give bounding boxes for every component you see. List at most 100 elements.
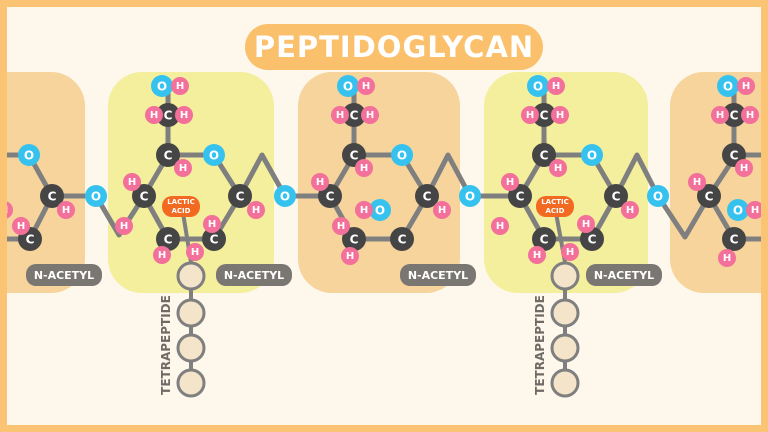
carbon-atom-label: C (730, 149, 739, 163)
hydrogen-atom-label: H (360, 163, 368, 174)
n-acetyl-text: N-ACETYL (34, 269, 94, 282)
carbon-atom (156, 227, 180, 251)
oxygen-atom (727, 199, 749, 221)
oxygen-atom-label: O (733, 204, 743, 218)
lactic-acid-text: LACTIC (167, 198, 195, 206)
amino-acid (550, 261, 580, 291)
carbon-atom-label: C (540, 149, 549, 163)
hydrogen-atom (357, 77, 375, 95)
hydrogen-atom-label: H (566, 247, 574, 258)
carbon-atom (532, 103, 556, 127)
carbon-atom (342, 103, 366, 127)
hydrogen-atom (711, 106, 729, 124)
oxygen-atom (337, 75, 359, 97)
hydrogen-atom-label: H (128, 177, 136, 188)
n-acetyl-text: N-ACETYL (594, 269, 654, 282)
hydrogen-atom (737, 77, 755, 95)
title-banner: PEPTIDOGLYCAN (245, 24, 543, 70)
hydrogen-atom-label: H (252, 205, 260, 216)
hydrogen-atom-label: H (723, 253, 731, 264)
hydrogen-atom-label: H (716, 110, 724, 121)
carbon-atom-label: C (210, 233, 219, 247)
carbon-atom (202, 227, 226, 251)
oxygen-atom-label: O (209, 149, 219, 163)
carbon-atom (532, 143, 556, 167)
carbon-atom-label: C (350, 233, 359, 247)
hydrogen-atom (577, 215, 595, 233)
oxygen-atom (527, 75, 549, 97)
carbon-atom (228, 184, 252, 208)
oxygen-atom (717, 75, 739, 97)
carbon-atom-label: C (730, 109, 739, 123)
hydrogen-atom (247, 201, 265, 219)
n-acetyl-label (400, 264, 476, 286)
carbon-atom (722, 103, 746, 127)
ring-bond (141, 193, 243, 242)
hydrogen-atom (355, 201, 373, 219)
hydrogen-atom-label: H (62, 205, 70, 216)
carbon-atom-label: C (140, 190, 149, 204)
oxygen-atom-label: O (343, 80, 353, 94)
hydrogen-atom-label: H (362, 81, 370, 92)
hydrogen-atom (331, 106, 349, 124)
amino-acid (176, 298, 206, 328)
hydrogen-atom (361, 106, 379, 124)
hydrogen-atom-label: H (180, 110, 188, 121)
hydrogen-atom (549, 159, 567, 177)
hydrogen-atom (528, 246, 546, 264)
hydrogen-atom-label: H (693, 177, 701, 188)
hydrogen-atom-label: H (506, 177, 514, 188)
hydrogen-atom (311, 173, 329, 191)
n-acetyl-text: N-ACETYL (408, 269, 468, 282)
hydrogen-atom (433, 201, 451, 219)
hydrogen-atom-label: H (554, 163, 562, 174)
carbon-atom (40, 184, 64, 208)
carbon-atom-label: C (326, 190, 335, 204)
hydrogen-atom (688, 173, 706, 191)
hydrogen-atom-label: H (17, 221, 25, 232)
carbon-atom-label: C (398, 233, 407, 247)
lactic-acid-text: ACID (172, 207, 191, 215)
hydrogen-atom (332, 217, 350, 235)
carbon-atom-label: C (423, 190, 432, 204)
amino-acid (176, 261, 206, 291)
hydrogen-atom (174, 159, 192, 177)
carbon-atom-label: C (730, 233, 739, 247)
oxygen-atom (151, 75, 173, 97)
carbon-atom (604, 184, 628, 208)
n-acetyl-label (586, 264, 662, 286)
hydrogen-atom (12, 217, 30, 235)
hydrogen-atom-label: H (742, 81, 750, 92)
hydrogen-atom (355, 159, 373, 177)
hydrogen-atom-label: H (626, 205, 634, 216)
carbon-atom-label: C (48, 190, 57, 204)
hydrogen-atom-label: H (7, 205, 8, 216)
tetrapeptide-label: TETRAPEPTIDE (159, 295, 173, 395)
oxygen-atom-label: O (280, 190, 290, 204)
oxygen-atom (391, 144, 413, 166)
amino-acid (176, 333, 206, 363)
hydrogen-atom-label: H (191, 247, 199, 258)
hydrogen-atom (741, 106, 759, 124)
hydrogen-atom-label: H (336, 110, 344, 121)
hydrogen-atom (186, 243, 204, 261)
oxygen-atom-label: O (375, 204, 385, 218)
oxygen-atom-label: O (723, 80, 733, 94)
sugar-unit-nag (298, 72, 460, 293)
oxygen-atom (369, 199, 391, 221)
hydrogen-atom (491, 217, 509, 235)
oxygen-atom-label: O (533, 80, 543, 94)
hydrogen-atom-label: H (746, 110, 754, 121)
hydrogen-atom (171, 77, 189, 95)
hydrogen-atom-label: H (179, 163, 187, 174)
hydrogen-atom-label: H (533, 250, 541, 261)
carbon-atom (532, 227, 556, 251)
carbon-atom (390, 227, 414, 251)
carbon-atom-label: C (350, 109, 359, 123)
hydrogen-atom (115, 217, 133, 235)
hydrogen-atom-label: H (366, 110, 374, 121)
hydrogen-atom-label: H (438, 205, 446, 216)
page-title: PEPTIDOGLYCAN (253, 30, 535, 64)
